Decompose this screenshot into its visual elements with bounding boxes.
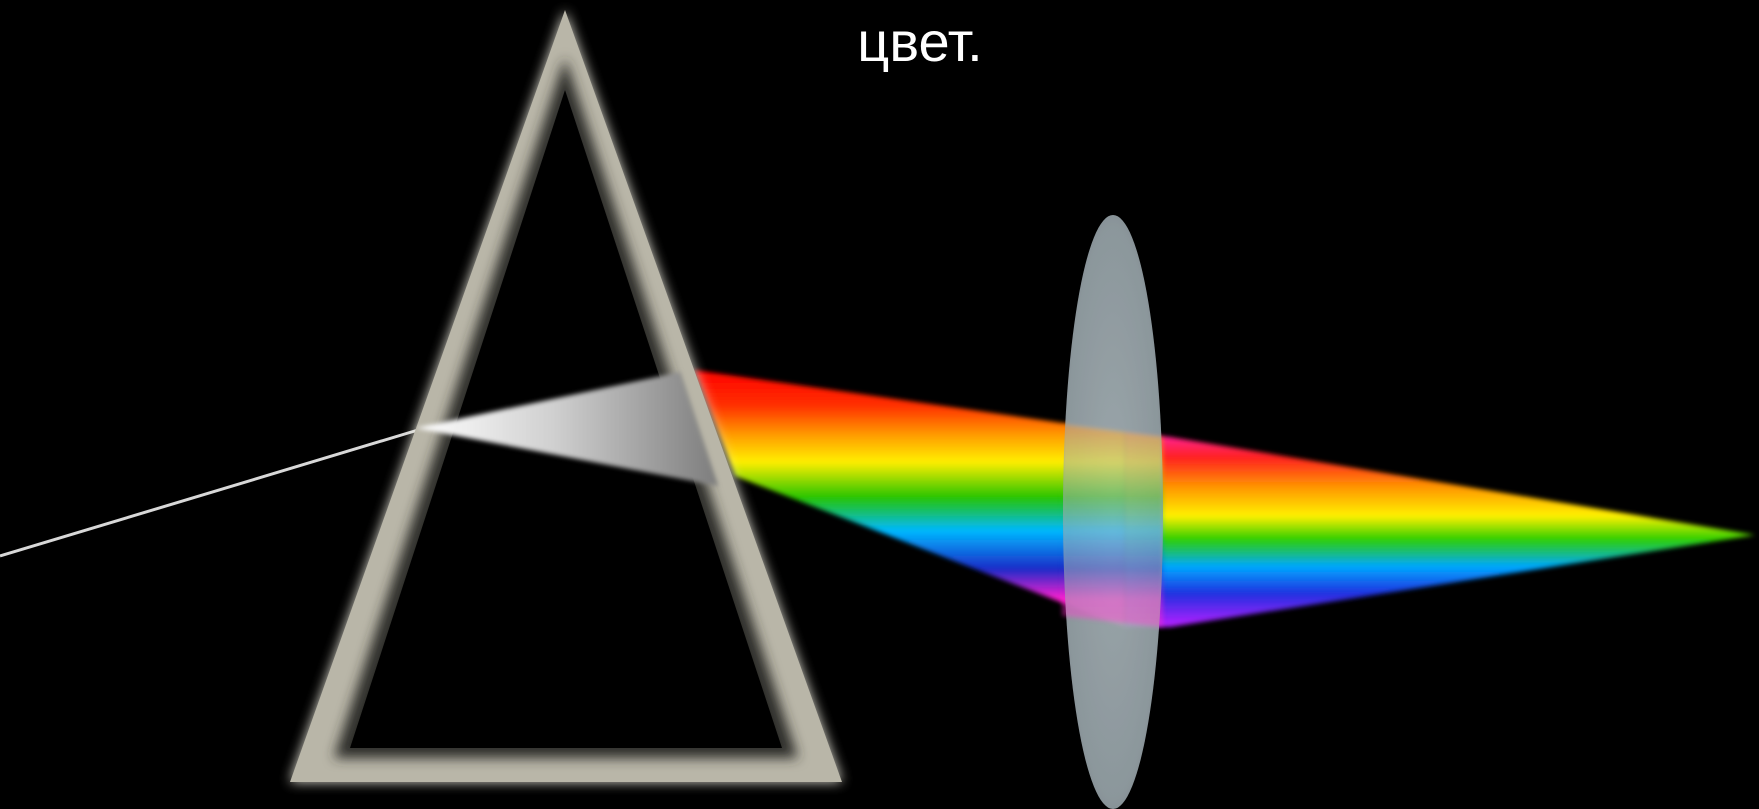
focused-spectrum-beam: [1125, 432, 1755, 627]
incoming-light-ray: [0, 430, 418, 556]
caption-text: цвет.: [800, 4, 1040, 80]
